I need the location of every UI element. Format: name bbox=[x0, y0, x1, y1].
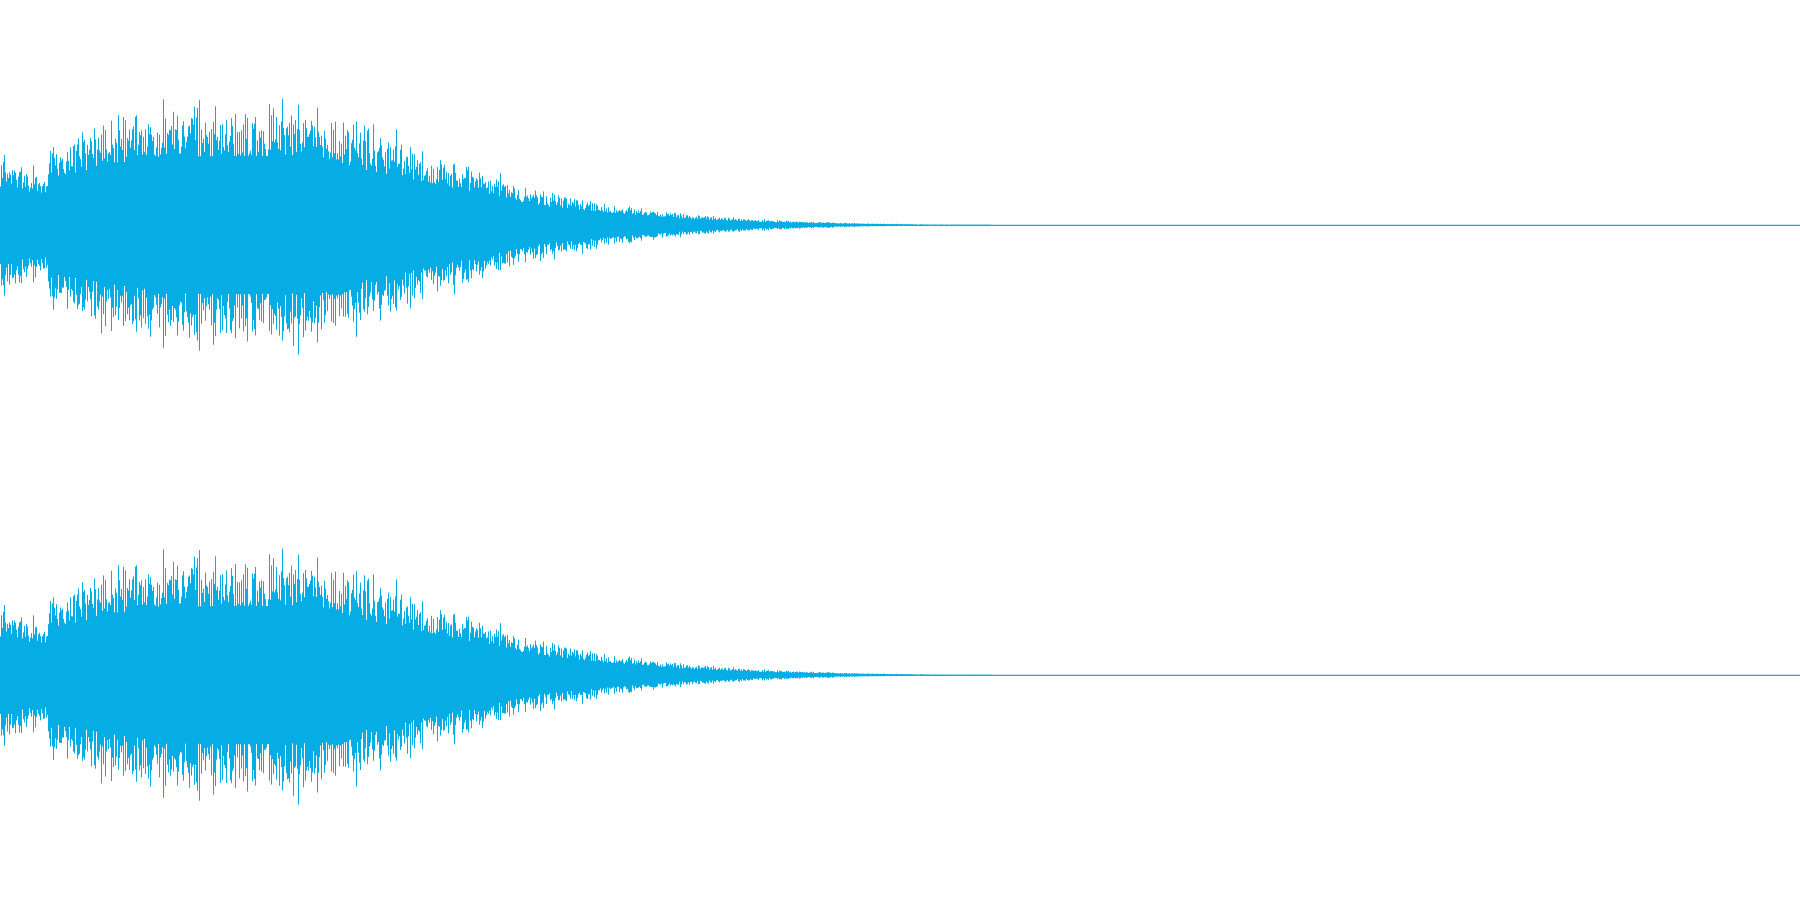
channel-2-waveform bbox=[0, 548, 1800, 805]
waveform-peaks bbox=[0, 98, 991, 355]
waveform-peaks bbox=[0, 548, 991, 805]
channel-1-waveform bbox=[0, 98, 1800, 355]
